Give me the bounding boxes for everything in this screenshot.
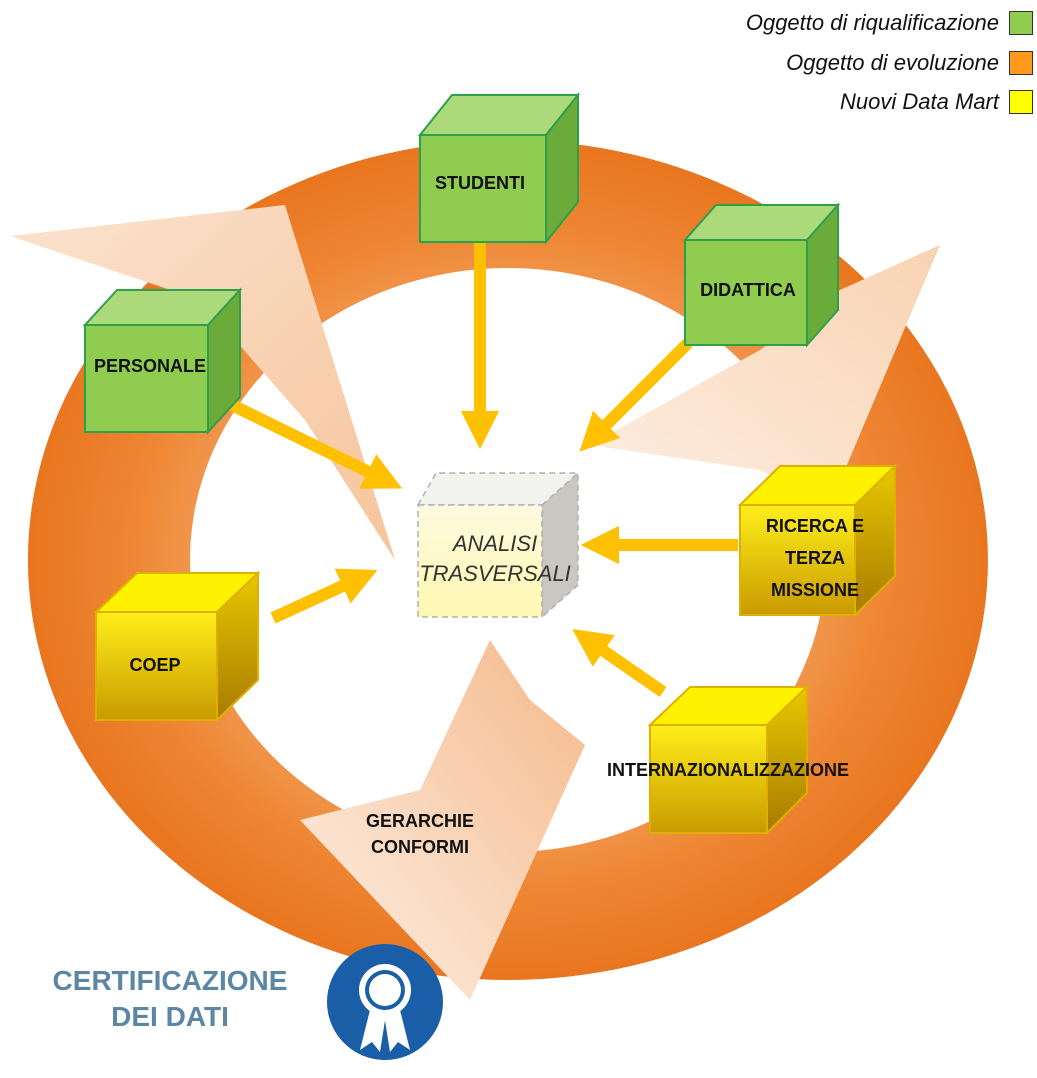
label-ricerca-line1: RICERCA E bbox=[765, 516, 865, 536]
arrow-internazionalizzazione bbox=[572, 629, 667, 697]
cube-analisi-trasversali bbox=[416, 471, 580, 619]
legend-label: Oggetto di riqualificazione bbox=[745, 10, 999, 35]
gerarchie-line1: GERARCHIE bbox=[365, 811, 474, 831]
label-ricerca: RICERCA E TERZA MISSIONE bbox=[735, 510, 895, 606]
label-ricerca-line3: MISSIONE bbox=[770, 580, 859, 600]
label-internazionalizzazione: INTERNAZIONALIZZAZIONE bbox=[607, 760, 849, 780]
cube-personale bbox=[82, 287, 243, 435]
center-line1: ANALISI bbox=[452, 531, 538, 556]
arrowhead-bottom bbox=[300, 640, 585, 1000]
label-studenti: STUDENTI bbox=[435, 173, 525, 193]
certification-badge-icon bbox=[327, 944, 443, 1060]
cube-studenti bbox=[417, 92, 581, 245]
legend-swatch-yellow bbox=[1009, 90, 1033, 114]
label-gerarchie-conformi: GERARCHIE CONFORMI bbox=[330, 808, 510, 860]
cube-didattica bbox=[682, 202, 841, 348]
legend-label: Oggetto di evoluzione bbox=[786, 50, 999, 75]
gerarchie-line2: CONFORMI bbox=[371, 837, 469, 857]
arrow-didattica bbox=[579, 338, 693, 452]
center-line2: TRASVERSALI bbox=[419, 561, 571, 586]
label-personale: PERSONALE bbox=[93, 356, 207, 376]
label-analisi-trasversali: ANALISI TRASVERSALI bbox=[390, 529, 600, 589]
legend-label: Nuovi Data Mart bbox=[840, 89, 999, 114]
arrow-personale bbox=[229, 399, 403, 489]
label-certificazione-dati: CERTIFICAZIONE DEI DATI bbox=[20, 963, 320, 1035]
cert-line1: CERTIFICAZIONE bbox=[52, 965, 288, 996]
legend-item-evoluzione: Oggetto di evoluzione bbox=[786, 50, 1033, 76]
legend-item-riqualificazione: Oggetto di riqualificazione bbox=[746, 10, 1033, 36]
arrowhead-right bbox=[590, 245, 940, 505]
cube-ricerca bbox=[737, 463, 898, 618]
arrow-coep bbox=[270, 568, 378, 624]
legend-swatch-orange bbox=[1009, 51, 1033, 75]
connector-arrows bbox=[229, 240, 738, 697]
cycle-arrowheads bbox=[10, 205, 940, 1000]
cube-coep bbox=[93, 570, 261, 723]
label-ricerca-line2: TERZA bbox=[785, 548, 845, 568]
cert-line2: DEI DATI bbox=[111, 1001, 229, 1032]
legend-swatch-green bbox=[1009, 11, 1033, 35]
cube-internazionalizzazione bbox=[647, 684, 810, 836]
label-didattica: DIDATTICA bbox=[700, 280, 796, 300]
label-coep: COEP bbox=[129, 655, 181, 675]
arrowhead-top-left bbox=[10, 205, 395, 560]
legend-item-data-mart: Nuovi Data Mart bbox=[840, 89, 1033, 115]
